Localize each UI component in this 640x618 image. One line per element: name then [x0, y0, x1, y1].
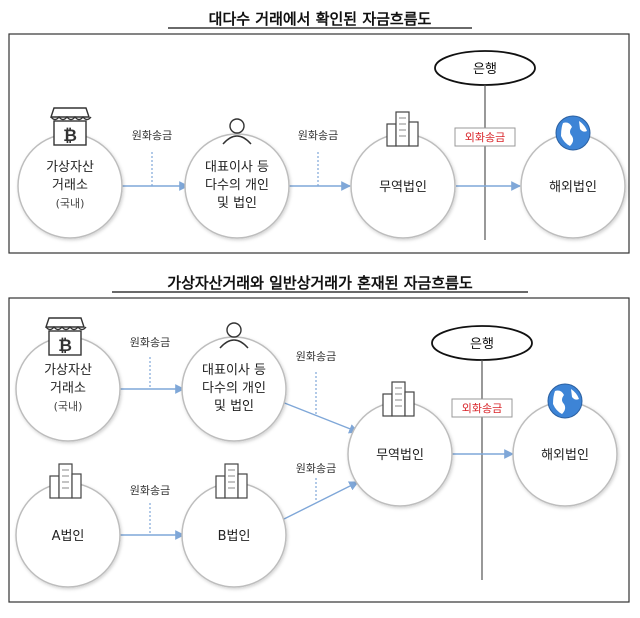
diagram2-corp-b-label: B법인 — [218, 529, 251, 544]
diagram2-edge1-label: 원화송금 — [130, 336, 170, 349]
building-icon — [215, 463, 248, 499]
globe-icon — [547, 383, 583, 419]
building-icon — [49, 463, 82, 499]
building-icon — [382, 381, 415, 417]
diagram1-overseas-label: 해외법인 — [549, 180, 597, 195]
diagram1-edge3-label: 외화송금 — [465, 131, 505, 144]
diagram1-frame — [8, 33, 630, 254]
diagram2-rep-line3: 및 법인 — [214, 399, 254, 414]
diagram1-exchange-line2: 거래소 — [52, 178, 88, 193]
diagram2-edge3-label: 원화송금 — [296, 350, 336, 363]
diagram2-title: 가상자산거래와 일반상거래가 혼재된 자금흐름도 — [167, 274, 473, 292]
person-icon — [222, 118, 252, 145]
diagram1-exchange-line1: 가상자산 — [46, 160, 94, 175]
shop-bitcoin-icon: ₿ — [45, 317, 87, 356]
diagram1-rep-line1: 대표이사 등 — [205, 160, 269, 175]
building-icon — [386, 111, 419, 147]
diagram2-frame — [8, 297, 630, 603]
diagram2-corp-a-label: A법인 — [52, 529, 85, 544]
diagram1-edge1-label: 원화송금 — [132, 129, 172, 142]
diagram2-exchange-line3: (국내) — [54, 400, 83, 413]
diagram2-rep-line1: 대표이사 등 — [202, 363, 266, 378]
diagram2-exchange-line2: 거래소 — [50, 381, 86, 396]
diagram2-trade-label: 무역법인 — [376, 448, 424, 463]
diagram1-rep-line3: 및 법인 — [217, 196, 257, 211]
diagram2-arrow-b-trade — [281, 481, 359, 521]
diagram2-edge2-label: 원화송금 — [130, 484, 170, 497]
diagram1-exchange-line3: (국내) — [56, 197, 85, 210]
diagram2-rep-line2: 다수의 개인 — [202, 381, 266, 396]
diagram2-exchange-line1: 가상자산 — [44, 363, 92, 378]
diagram2-edge5-box — [451, 398, 513, 418]
diagram2-edge4-label: 원화송금 — [296, 462, 336, 475]
diagram1-rep-node — [184, 133, 290, 239]
person-icon — [219, 322, 249, 349]
diagram2-overseas-label: 해외법인 — [541, 448, 589, 463]
diagram1-title: 대다수 거래에서 확인된 자금흐름도 — [209, 10, 432, 28]
diagram2-arrow-rep-trade — [281, 401, 359, 434]
svg-text:₿: ₿ — [63, 126, 77, 146]
shop-bitcoin-icon: ₿ — [50, 107, 92, 146]
svg-text:₿: ₿ — [58, 336, 72, 356]
diagram1-edge2-label: 원화송금 — [298, 129, 338, 142]
globe-icon — [555, 115, 591, 151]
diagram1-edge3-box — [454, 127, 516, 147]
diagram2-bank-label: 은행 — [470, 336, 494, 352]
diagram1-rep-line2: 다수의 개인 — [205, 178, 269, 193]
diagram1-trade-label: 무역법인 — [379, 180, 427, 195]
diagram2-edge5-label: 외화송금 — [462, 402, 502, 415]
diagram1-bank-label: 은행 — [473, 61, 497, 77]
